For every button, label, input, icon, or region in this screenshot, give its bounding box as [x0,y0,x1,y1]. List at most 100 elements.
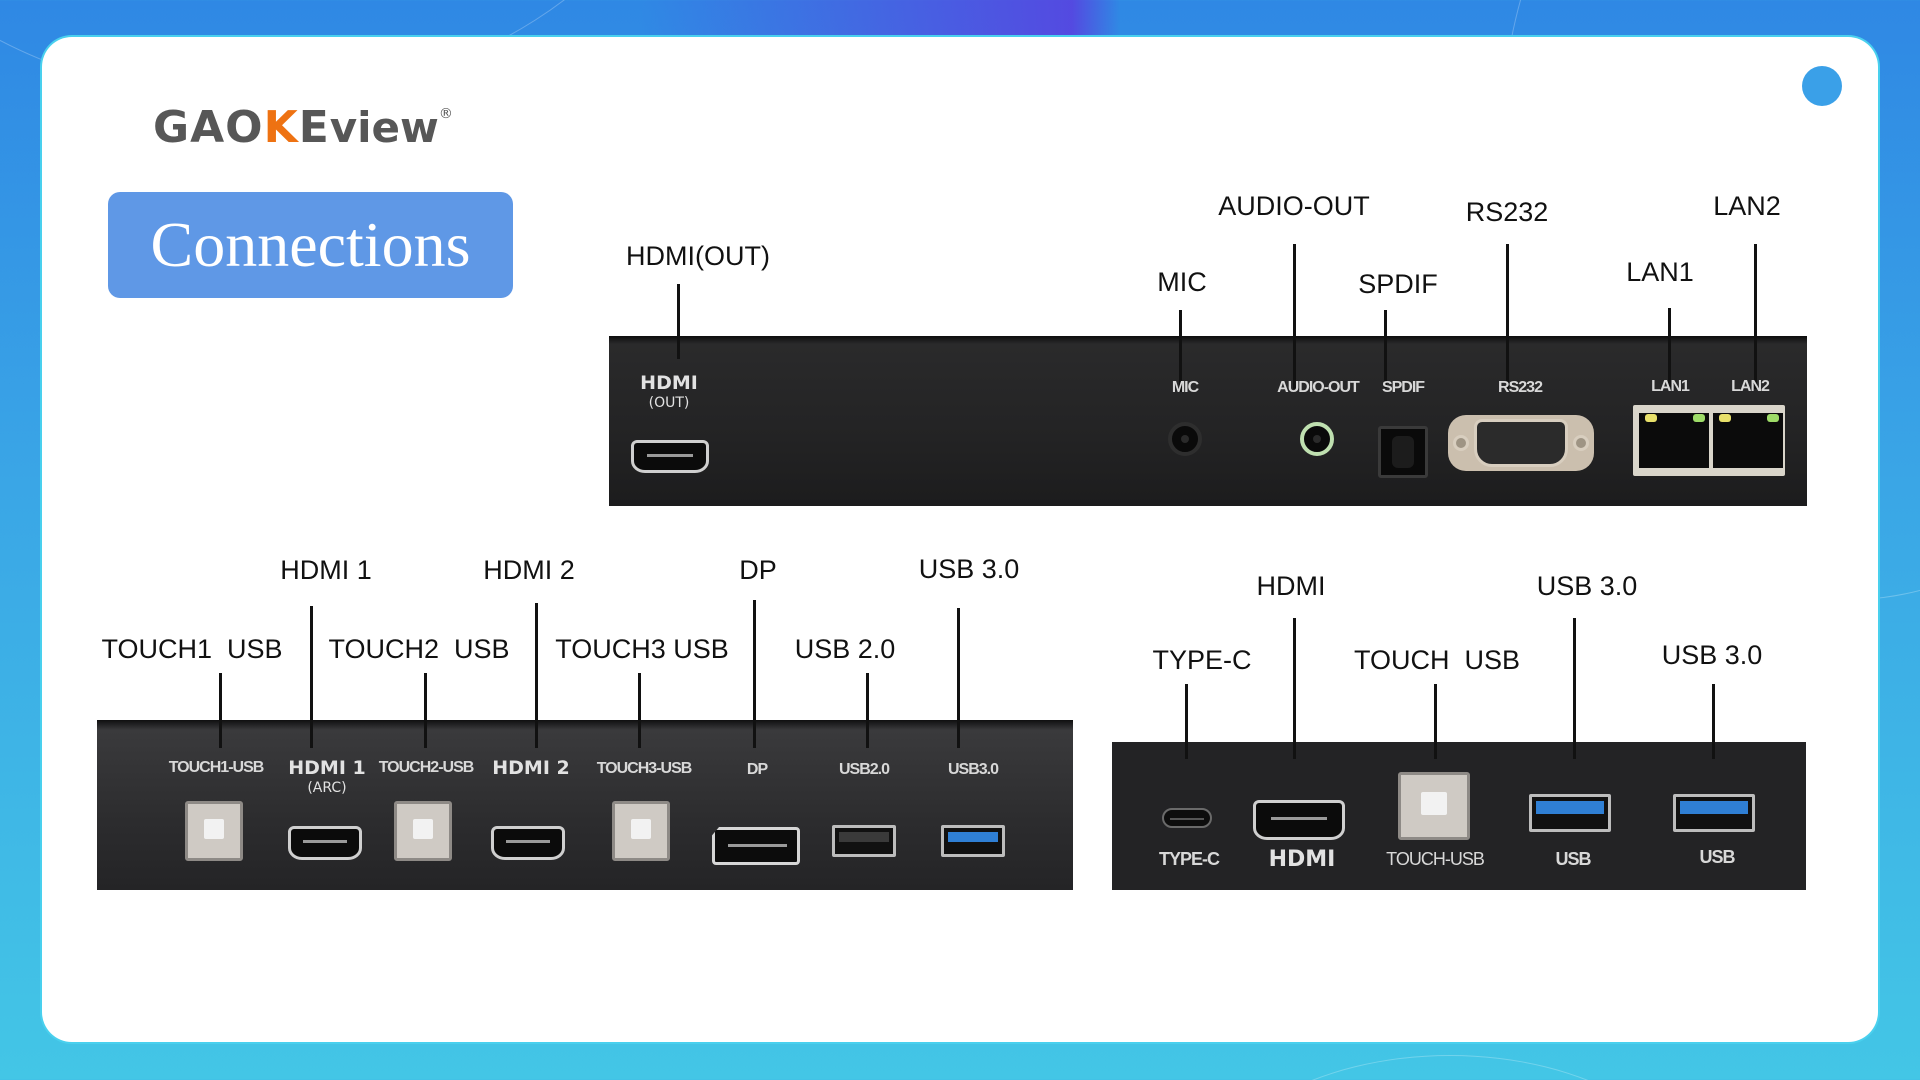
callout-type-c: TYPE-C [1152,645,1252,675]
leader-line [1293,618,1296,759]
leader-line [1668,308,1671,387]
printed-hdmi1: HDMI 1(ARC) [288,757,366,796]
callout-usb30-a: USB 3.0 [1536,571,1638,601]
printed-lan1: LAN1 [1651,378,1690,395]
brand-logo: GAOKEview® [153,102,454,153]
printed-touch2-usb: TOUCH2-USB [378,759,475,776]
printed-lan2: LAN2 [1731,378,1770,395]
printed-touch3-usb: TOUCH3-USB [596,760,693,777]
bottom-left-io-panel [97,720,1073,890]
type-c-port [1162,808,1212,828]
spdif-port [1378,426,1428,478]
printed-usb30: USB3.0 [947,761,999,778]
printed-audio-out: AUDIO-OUT [1277,379,1360,396]
displayport-port [712,827,800,865]
printed-usb20: USB2.0 [838,761,890,778]
usb-tongue [1536,801,1604,814]
touch-usb-b-port [1398,772,1470,840]
page-title: Connections [150,209,471,280]
printed-hdmi-text: HDMI [640,372,698,394]
leader-line [1754,244,1757,389]
callout-audio-out: AUDIO-OUT [1218,191,1370,221]
screw [1573,435,1589,451]
audio-out-jack [1300,422,1334,456]
touch3-usb-b-port [612,801,670,861]
usb30-b-port [1673,794,1755,832]
lan2-port [1713,413,1783,468]
leader-line [310,606,313,748]
callout-touch-usb: TOUCH USB [1353,645,1521,675]
callout-dp: DP [739,555,777,585]
leader-line [1506,244,1509,389]
mic-jack [1168,422,1202,456]
usb30-a-port [1529,794,1611,832]
printed-spdif: SPDIF [1381,379,1425,396]
screw [1453,435,1469,451]
leader-line [957,608,960,748]
callout-rs232: RS232 [1465,197,1549,227]
printed-type-c: TYPE-C [1158,849,1220,869]
leader-line [677,284,680,359]
callout-lan1: LAN1 [1626,257,1694,287]
db9-shell [1474,419,1568,467]
slide-card [42,37,1878,1042]
leader-line [866,673,869,748]
hdmi1-port [288,826,362,860]
hdmi-out-port [631,440,709,473]
leader-line [1384,310,1387,388]
led-indicator [1693,414,1705,422]
printed-rs232: RS232 [1498,379,1543,396]
printed-touch-usb: TOUCH-USB [1386,849,1485,869]
callout-hdmi2: HDMI 2 [483,555,575,585]
circle-dot-icon [1802,66,1842,106]
led-indicator [1645,414,1657,422]
lan-ports [1633,405,1785,476]
lan1-port [1639,413,1709,468]
usb-tongue [1680,801,1748,814]
leader-line [753,600,756,748]
leader-line [1179,310,1182,392]
logo-e: E [298,102,330,153]
logo-k: K [263,102,299,153]
usb30-port [941,825,1005,857]
leader-line [1573,618,1576,759]
logo-suffix: view [329,103,439,152]
leader-line [1434,684,1437,759]
printed-mic: MIC [1171,379,1199,396]
printed-hdmi1-text: HDMI 1 [288,757,366,779]
led-indicator [1719,414,1731,422]
printed-usb-b: USB [1699,847,1735,867]
callout-hdmi: HDMI [1256,571,1326,601]
top-io-panel [609,336,1807,506]
leader-line [219,673,222,748]
callout-hdmi1: HDMI 1 [280,555,372,585]
callout-lan2: LAN2 [1713,191,1781,221]
printed-touch1-usb: TOUCH1-USB [168,759,265,776]
printed-hdmi-out: HDMI(OUT) [640,372,698,411]
printed-dp: DP [746,761,768,778]
touch2-usb-b-port [394,801,452,861]
printed-hdmi2: HDMI 2 [492,757,570,779]
logo-prefix: GAO [153,102,264,153]
led-indicator [1767,414,1779,422]
printed-hdmi1-sub: (ARC) [307,780,347,796]
printed-usb-a: USB [1555,849,1591,869]
page-title-box: Connections [108,192,513,298]
leader-line [424,673,427,748]
leader-line [1185,684,1188,759]
callout-usb20: USB 2.0 [794,634,896,664]
callout-usb30-b: USB 3.0 [1661,640,1763,670]
usb-tongue [948,832,998,843]
rs232-port [1448,415,1594,471]
leader-line [1293,244,1296,389]
registered-mark: ® [438,106,454,122]
background-arc [1200,1055,1700,1080]
leader-line [1712,684,1715,759]
callout-usb30: USB 3.0 [918,554,1020,584]
usb20-port [832,825,896,857]
printed-hdmi: HDMI [1268,847,1336,872]
callout-spdif: SPDIF [1358,269,1438,299]
usb-tongue [839,832,889,843]
callout-touch1-usb: TOUCH1 USB [101,634,283,664]
leader-line [535,603,538,748]
